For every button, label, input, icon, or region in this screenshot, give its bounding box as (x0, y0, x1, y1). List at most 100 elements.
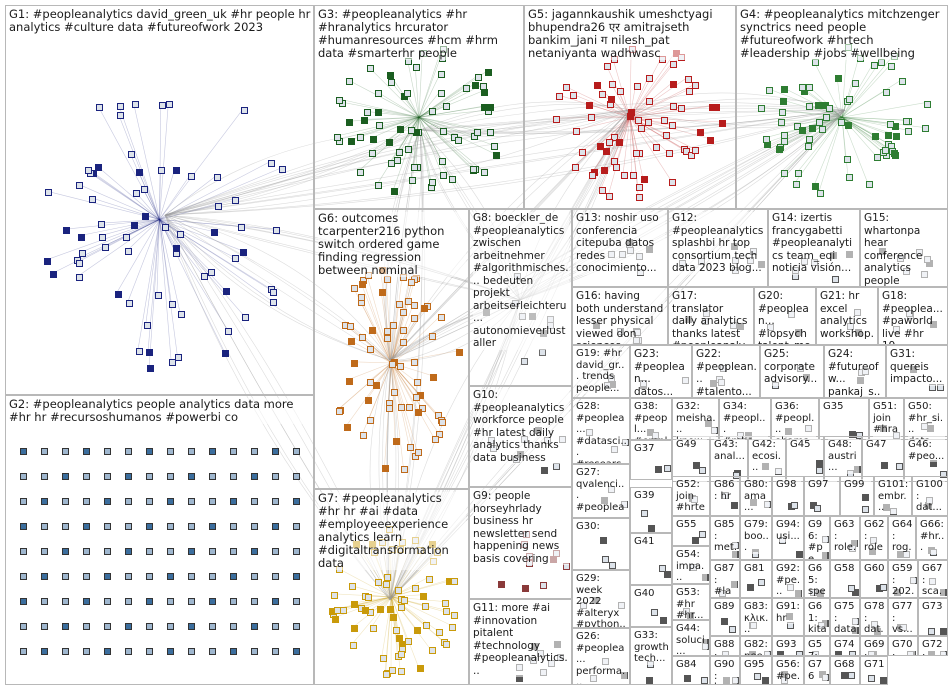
edge (391, 276, 416, 364)
group-label: G92: #pe... (776, 563, 804, 597)
node (899, 77, 907, 85)
node (41, 473, 48, 480)
node (83, 473, 90, 480)
inter-group-edge (164, 109, 631, 216)
node (661, 116, 669, 124)
node (443, 103, 451, 111)
group-label: G26: #peoplea... performa... (576, 631, 627, 684)
group-g51: G51: join #hra... (869, 398, 904, 440)
edge (580, 116, 631, 152)
node (851, 79, 859, 87)
node (336, 407, 344, 415)
node (335, 96, 343, 104)
node (146, 498, 153, 505)
node (167, 648, 174, 655)
node (213, 174, 221, 182)
node (146, 349, 153, 357)
node (209, 473, 216, 480)
node (775, 146, 783, 154)
node (411, 302, 419, 310)
group-g15: G15: whartonpa hear conference analytics… (860, 209, 948, 287)
node (136, 168, 144, 176)
node (698, 531, 706, 538)
node (684, 75, 692, 83)
edge (391, 586, 414, 598)
edge (348, 325, 392, 364)
group-g81: G81 (740, 560, 772, 598)
edge (598, 116, 631, 146)
edge (352, 596, 392, 604)
node (209, 648, 216, 655)
group-label: G27: qvalenci... #peoplea... (576, 467, 627, 517)
node (62, 523, 69, 530)
node (579, 149, 587, 157)
edge (159, 204, 217, 220)
node (187, 173, 195, 181)
node (147, 364, 155, 372)
node (430, 373, 438, 381)
edge (96, 165, 160, 220)
group-nodes (805, 477, 839, 515)
group-g4: G4: #peopleanalytics mitchzenger synctri… (736, 5, 948, 209)
edge (818, 117, 843, 193)
node (449, 623, 457, 631)
group-g19: G19: #hr david_gr... trends people... (572, 345, 630, 398)
edge (77, 219, 160, 263)
node (41, 598, 48, 605)
node (334, 134, 342, 142)
node (428, 179, 436, 187)
node (346, 323, 354, 331)
node (268, 159, 276, 167)
edge (629, 62, 673, 118)
group-g34: G34: #peopl... #mba... (719, 398, 771, 440)
edge (368, 66, 420, 118)
node (411, 584, 419, 592)
edge (159, 219, 226, 291)
node (442, 607, 450, 615)
edge (415, 117, 420, 167)
node (356, 133, 364, 141)
node (448, 175, 456, 183)
node (793, 122, 801, 130)
node (904, 128, 912, 136)
node (569, 91, 577, 99)
node (367, 378, 375, 386)
group-label: G70: data... (892, 639, 915, 655)
edge (418, 105, 489, 118)
node (84, 167, 92, 175)
edge (418, 116, 473, 136)
edge (103, 219, 160, 247)
node (230, 648, 237, 655)
node (815, 101, 823, 109)
edge (159, 219, 172, 362)
node (50, 271, 58, 279)
node (94, 163, 102, 171)
group-label: G88: wor... (714, 639, 737, 655)
edge (589, 115, 631, 118)
node (130, 221, 138, 229)
group-label: G72: #df... (922, 639, 945, 655)
edge (351, 596, 392, 645)
edge (629, 117, 632, 174)
node (835, 74, 843, 82)
group-g9: G9: people horseyhrlady business hr news… (469, 487, 572, 599)
inter-group-edge (164, 129, 421, 216)
node (601, 556, 609, 564)
node (597, 143, 605, 151)
node (799, 84, 807, 92)
node (279, 166, 287, 174)
node (586, 102, 594, 110)
edge (75, 219, 160, 260)
group-nodes (741, 561, 771, 597)
node (359, 334, 367, 342)
group-label: G9: people horseyhrlady business hr news… (473, 490, 569, 565)
group-g7: G7: #peopleanalytics #hr hr #ai #data #e… (314, 489, 469, 685)
node (169, 300, 177, 308)
group-label: G31: quereis impacto... (890, 348, 945, 386)
node (593, 81, 601, 89)
edge (418, 116, 457, 139)
group-label: G19: #hr david_gr... trends people... (576, 348, 627, 394)
node (761, 677, 769, 684)
node (588, 171, 596, 179)
group-label: G77: vs... (892, 601, 915, 635)
